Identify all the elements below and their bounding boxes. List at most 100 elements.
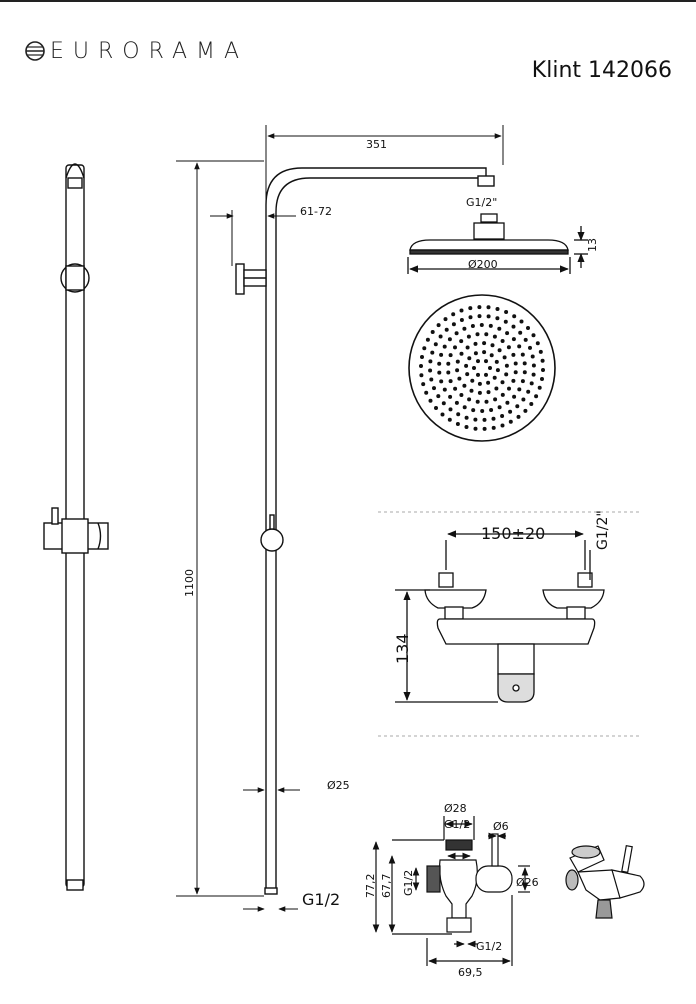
nozzle-hole bbox=[470, 378, 475, 383]
nozzle-hole bbox=[517, 387, 522, 392]
nozzle-hole bbox=[484, 332, 489, 337]
nozzle-hole bbox=[520, 352, 525, 357]
nozzle-hole bbox=[437, 370, 442, 375]
nozzle-hole bbox=[495, 316, 500, 321]
nozzle-hole bbox=[428, 359, 433, 364]
nozzle-hole bbox=[475, 332, 480, 337]
nozzle-hole bbox=[464, 425, 469, 429]
nozzle-hole bbox=[477, 390, 482, 395]
nozzle-hole bbox=[459, 318, 464, 322]
nozzle-hole bbox=[465, 372, 470, 377]
nozzle-hole bbox=[529, 381, 534, 386]
nozzle-hole bbox=[511, 378, 516, 383]
nozzle-hole bbox=[455, 359, 460, 364]
nozzle-hole bbox=[473, 341, 478, 346]
nozzle-hole bbox=[464, 363, 469, 368]
nozzle-hole bbox=[489, 353, 494, 358]
nozzle-hole bbox=[459, 351, 464, 356]
eurorama-logo-icon bbox=[25, 41, 45, 61]
nozzle-hole bbox=[482, 417, 487, 422]
pipe-diameter-label: Ø25 bbox=[327, 779, 350, 792]
nozzle-hole bbox=[462, 383, 467, 388]
nozzle-hole bbox=[424, 390, 429, 395]
nozzle-hole bbox=[455, 422, 460, 426]
diverter-top-diameter-label: Ø28 bbox=[444, 802, 467, 815]
nozzle-hole bbox=[504, 372, 509, 377]
nozzle-hole bbox=[511, 352, 516, 357]
mixer-thread-label: G1/2" bbox=[595, 510, 611, 550]
nozzle-hole bbox=[482, 350, 487, 355]
nozzle-hole bbox=[453, 345, 457, 350]
nozzle-hole bbox=[422, 346, 427, 351]
head-diameter-label: Ø200 bbox=[468, 258, 498, 271]
nozzle-hole bbox=[497, 405, 502, 410]
mixer-drawing bbox=[378, 511, 640, 737]
nozzle-hole bbox=[507, 386, 511, 391]
nozzle-hole bbox=[522, 370, 527, 375]
arm-offset-label: 61-72 bbox=[300, 205, 332, 218]
nozzle-hole bbox=[471, 408, 476, 413]
nozzle-hole bbox=[521, 397, 526, 402]
nozzle-hole bbox=[490, 343, 495, 348]
nozzle-hole bbox=[491, 416, 496, 421]
nozzle-hole bbox=[434, 406, 438, 410]
nozzle-hole bbox=[462, 326, 467, 331]
nozzle-hole bbox=[486, 305, 491, 310]
nozzle-hole bbox=[497, 326, 502, 331]
diverter-width-label: 69,5 bbox=[458, 966, 483, 979]
nozzle-hole bbox=[428, 398, 433, 403]
nozzle-hole bbox=[523, 408, 528, 413]
nozzle-hole bbox=[451, 312, 456, 317]
nozzle-hole bbox=[436, 323, 441, 328]
mixer-spacing-label: 150±20 bbox=[481, 524, 545, 543]
nozzle-hole bbox=[419, 364, 423, 368]
nozzle-hole bbox=[530, 354, 535, 359]
nozzle-hole bbox=[467, 397, 472, 402]
nozzle-hole bbox=[503, 319, 508, 324]
nozzle-hole bbox=[459, 339, 464, 344]
nozzle-hole bbox=[494, 359, 499, 364]
side-view-riser bbox=[235, 167, 495, 895]
nozzle-hole bbox=[484, 359, 488, 364]
nozzle-hole bbox=[448, 394, 453, 399]
nozzle-hole bbox=[459, 393, 464, 397]
nozzle-hole bbox=[513, 361, 518, 366]
nozzle-hole bbox=[453, 386, 458, 391]
brand-logo: EURORAMA bbox=[24, 36, 248, 66]
nozzle-hole bbox=[442, 344, 447, 349]
nozzle-hole bbox=[531, 333, 536, 338]
nozzle-hole bbox=[444, 327, 449, 332]
nozzle-hole bbox=[515, 404, 520, 409]
nozzle-hole bbox=[492, 375, 497, 380]
nozzle-hole bbox=[486, 314, 491, 319]
nozzle-hole bbox=[520, 379, 525, 384]
nozzle-hole bbox=[448, 379, 453, 384]
nozzle-hole bbox=[497, 348, 502, 353]
nozzle-hole bbox=[531, 372, 536, 377]
nozzle-hole bbox=[454, 331, 459, 336]
nozzle-hole bbox=[451, 322, 456, 327]
nozzle-hole bbox=[529, 402, 534, 406]
nozzle-hole bbox=[476, 359, 480, 364]
nozzle-hole bbox=[439, 379, 444, 384]
nozzle-hole bbox=[500, 414, 505, 418]
nozzle-hole bbox=[482, 426, 487, 431]
nozzle-hole bbox=[495, 307, 500, 311]
nozzle-hole bbox=[475, 399, 480, 404]
nozzle-hole bbox=[511, 337, 516, 342]
nozzle-hole bbox=[519, 319, 524, 324]
nozzle-hole bbox=[505, 331, 510, 336]
nozzle-hole bbox=[480, 409, 485, 413]
nozzle-hole bbox=[469, 388, 474, 393]
nozzle-hole bbox=[491, 425, 496, 430]
nozzle-hole bbox=[466, 334, 471, 339]
nozzle-hole bbox=[528, 345, 532, 350]
nozzle-hole bbox=[486, 380, 491, 385]
nozzle-hole bbox=[531, 363, 536, 368]
nozzle-hole bbox=[456, 412, 461, 417]
diverter-pin-diameter-label: Ø6 bbox=[493, 820, 509, 833]
nozzle-hole bbox=[495, 368, 500, 373]
nozzle-hole bbox=[484, 399, 489, 404]
shower-head-side bbox=[407, 213, 588, 274]
